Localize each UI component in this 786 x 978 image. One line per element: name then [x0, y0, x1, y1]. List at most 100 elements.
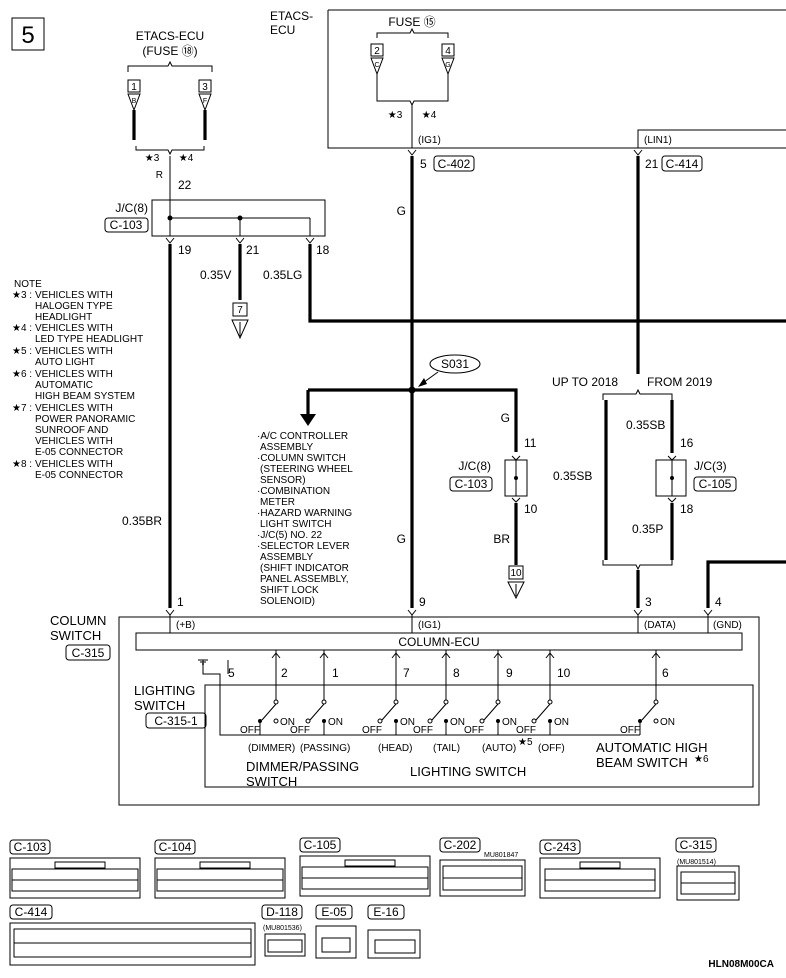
junction-connector-8-top: J/C(8) C-103 19 21 18 0.35V 0.35LG: [104, 198, 330, 282]
note-5-line-0: VEHICLES WITH: [35, 346, 113, 357]
sw6-off: OFF: [516, 725, 536, 736]
etacs-ecu-fuse-15: ETACS- ECU FUSE ⑮ 2 C 4 G ★3 ★4 (IG1) (L…: [270, 9, 786, 172]
dest-line-2: ·COLUMN SWITCH: [257, 453, 346, 464]
jc3-wire-16: 0.35SB: [626, 418, 665, 432]
jc8-mid-label: J/C(8): [458, 459, 491, 473]
jc3-pin-16: 16: [680, 436, 694, 450]
ground-10-label: 10: [510, 568, 522, 579]
column-switch-title-2: SWITCH: [50, 628, 101, 643]
note-8-line-1: E-05 CONNECTOR: [35, 470, 123, 481]
ground-point-7: 7: [231, 302, 249, 340]
note-5-line-1: AUTO LIGHT: [35, 357, 95, 368]
etacs-top-title-1: ETACS-: [270, 9, 313, 23]
jc8-mid-wire-g: G: [501, 411, 510, 425]
junction-connector-3: UP TO 2018 FROM 2019 0.35SB 0.35SB 16 J/…: [552, 375, 737, 571]
junction-connector-8-mid: G 11 J/C(8) C-103 10 BR 10: [449, 411, 538, 600]
note-6-key: ★6 :: [12, 369, 32, 380]
etacs-left-letter-f: F: [203, 98, 207, 105]
jc8-pin-22: 22: [178, 178, 192, 192]
etacs-ecu-fuse-18: ETACS-ECU (FUSE ⑱) 1 B 3 F ★3 ★4 R 22: [127, 29, 213, 192]
conn-d118-part: (MU801536): [263, 925, 302, 932]
lighting-switch: LIGHTING SWITCH C-315-1 5 2 1 7 8 9 10 6…: [134, 650, 754, 789]
note-7-line-3: VEHICLES WITH: [35, 436, 113, 447]
from-2019: FROM 2019: [647, 375, 713, 389]
sw3-off: OFF: [362, 725, 382, 736]
dest-line-3: (STEERING WHEEL: [260, 464, 353, 475]
dest-line-6: METER: [260, 497, 295, 508]
jc8-mid-wire-br: BR: [493, 532, 510, 546]
etacs-top-title-2: ECU: [270, 23, 295, 37]
sw4-on: ON: [450, 717, 465, 728]
jc8-top-pin-21: 21: [246, 243, 260, 257]
pos-auto: (AUTO): [482, 743, 516, 754]
sw5-off: OFF: [464, 725, 484, 736]
dest-line-7: ·HAZARD WARNING: [257, 508, 352, 519]
pin-4: 4: [715, 595, 722, 609]
etacs-left-fuse: (FUSE ⑱): [142, 44, 197, 58]
dest-line-11: ASSEMBLY: [260, 552, 313, 563]
pos-head: (HEAD): [378, 743, 412, 754]
conn-e05-label: E-05: [321, 905, 347, 919]
note-7-key: ★7 :: [12, 403, 32, 414]
jc8-mid-pin-11: 11: [524, 436, 537, 450]
lighting-switch-label: LIGHTING SWITCH: [410, 764, 526, 779]
jc3-wire-left: 0.35SB: [553, 469, 592, 483]
etacs-left-title: ETACS-ECU: [136, 29, 204, 43]
note-3-line-2: HEADLIGHT: [35, 312, 92, 323]
lighting-title-2: SWITCH: [134, 698, 185, 713]
etacs-conn-c414: C-414: [666, 157, 699, 171]
pos-passing: (PASSING): [300, 743, 350, 754]
column-switch-title-1: COLUMN: [50, 613, 106, 628]
lighting-title-1: LIGHTING: [134, 683, 195, 698]
conn-c103-label: C-103: [14, 840, 47, 854]
etacs-top-letter-c: C: [374, 62, 379, 69]
jc3-label: J/C(3): [694, 459, 727, 473]
ls-pin-2: 2: [281, 666, 288, 680]
etacs-top-star4: ★4: [422, 110, 437, 121]
wire-g-label-1: G: [397, 204, 406, 218]
ls-pin-7: 7: [403, 666, 410, 680]
column-switch: COLUMN SWITCH C-315 1 9 3 4 (+B) (IG1) (…: [50, 595, 760, 806]
note-3-line-0: VEHICLES WITH: [35, 290, 113, 301]
note-6-line-2: HIGH BEAM SYSTEM: [35, 391, 135, 402]
conn-c315-part: (MU801514): [677, 859, 716, 866]
note-3-line-1: HALOGEN TYPE: [35, 301, 113, 312]
ls-pin-1: 1: [332, 666, 339, 680]
column-switch-conn: C-315: [72, 646, 105, 660]
ground-7-label: 7: [237, 305, 243, 316]
star5: ★5: [518, 737, 533, 748]
dest-line-13: PANEL ASSEMBLY,: [260, 574, 349, 585]
star6: ★6: [694, 754, 709, 765]
ls-pin-6: 6: [662, 666, 669, 680]
ls-pin-5: 5: [228, 666, 235, 680]
etacs-top-letter-g: G: [445, 62, 450, 69]
pin-3-label: (DATA): [644, 620, 676, 631]
conn-c315-label: C-315: [680, 838, 713, 852]
dest-line-12: (SHIFT INDICATOR: [260, 563, 349, 574]
sw2-off: OFF: [290, 725, 310, 736]
etacs-left-letter-b: B: [132, 98, 137, 105]
dest-line-8: LIGHT SWITCH: [260, 519, 331, 530]
pos-tail: (TAIL): [433, 743, 460, 754]
auto-high-beam-2: BEAM SWITCH: [596, 755, 688, 770]
wire-035br-label: 0.35BR: [122, 514, 162, 528]
wire-035lg-label: 0.35LG: [263, 268, 302, 282]
note-7-line-0: VEHICLES WITH: [35, 403, 113, 414]
pin-1: 1: [177, 595, 184, 609]
dest-line-1: ASSEMBLY: [260, 442, 313, 453]
note-7-line-4: E-05 CONNECTOR: [35, 447, 123, 458]
sw2-on: ON: [328, 717, 343, 728]
dest-line-9: ·J/C(5) NO. 22: [257, 530, 322, 541]
dest-line-0: ·A/C CONTROLLER: [257, 431, 348, 442]
dimmer-passing-label-1: DIMMER/PASSING: [246, 759, 359, 774]
pin-3: 3: [645, 595, 652, 609]
sw7-off: OFF: [620, 725, 640, 736]
column-ecu-label: COLUMN-ECU: [398, 635, 479, 649]
sw4-off: OFF: [413, 725, 433, 736]
jc8-mid-conn: C-103: [455, 477, 488, 491]
note-6-line-1: AUTOMATIC: [35, 380, 93, 391]
conn-c414-label: C-414: [15, 905, 48, 919]
ig1-label-top: (IG1): [418, 135, 441, 146]
conn-c243-label: C-243: [544, 840, 577, 854]
